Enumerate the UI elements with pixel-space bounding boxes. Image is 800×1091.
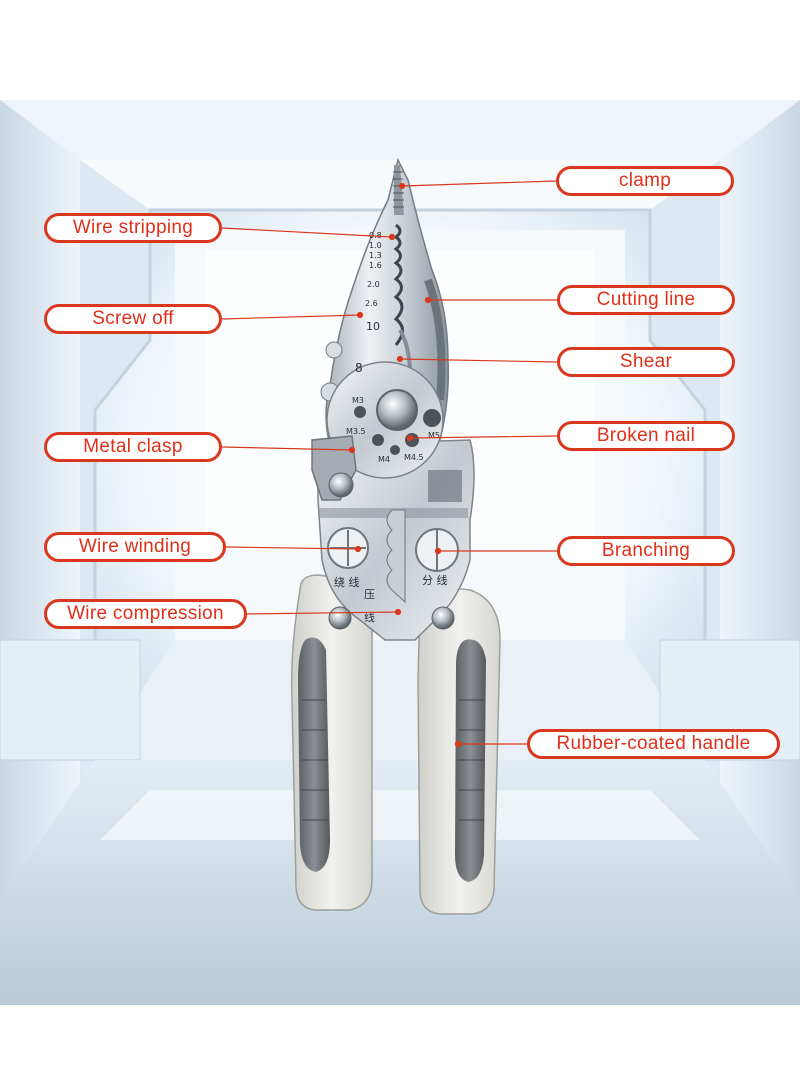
mark-m45: M4.5 <box>404 453 424 462</box>
callout-rubber-handle: Rubber-coated handle <box>527 729 780 759</box>
size-10: 10 <box>366 320 380 333</box>
mark-m3: M3 <box>352 396 364 405</box>
mark-m5: M5 <box>428 431 440 440</box>
leader-lines <box>221 180 558 748</box>
right-rubber-grip <box>455 639 486 882</box>
pliers-tool <box>290 157 501 915</box>
left-rubber-grip <box>298 637 330 872</box>
callout-clamp: clamp <box>556 166 734 196</box>
callout-shear: Shear <box>557 347 735 377</box>
size-8: 8 <box>355 361 363 375</box>
mark-m4: M4 <box>378 455 390 464</box>
compression-teeth <box>386 509 406 604</box>
cn-branch: 分 线 <box>422 573 448 587</box>
screw-hole-m4 <box>390 445 400 455</box>
gauge-2-6: 2.6 <box>365 299 378 308</box>
screw-hole-m35 <box>372 434 384 446</box>
gauge-1-0: 1.0 <box>369 241 382 250</box>
pivot-rivet <box>376 389 418 431</box>
callout-cutting-line: Cutting line <box>557 285 735 315</box>
callout-broken-nail: Broken nail <box>557 421 735 451</box>
callout-branching: Branching <box>557 536 735 566</box>
gauge-1-3: 1.3 <box>369 251 382 260</box>
gauge-2-0: 2.0 <box>367 280 380 289</box>
callout-wire-compression: Wire compression <box>44 599 247 629</box>
gauge-0-8: 0.8 <box>369 231 382 240</box>
callout-wire-stripping: Wire stripping <box>44 213 222 243</box>
callout-wire-winding: Wire winding <box>44 532 226 562</box>
cn-winding: 绕 线 <box>334 575 360 589</box>
callout-screw-off: Screw off <box>44 304 222 334</box>
callout-metal-clasp: Metal clasp <box>44 432 222 462</box>
gauge-1-6: 1.6 <box>369 261 382 270</box>
cn-press-line: 线 <box>364 610 375 624</box>
screw-hole-m5 <box>423 409 441 427</box>
cn-press: 压 <box>364 588 375 601</box>
cutting-blade <box>424 278 446 401</box>
mark-m35: M3.5 <box>346 427 366 436</box>
screw-hole-m3 <box>354 406 366 418</box>
